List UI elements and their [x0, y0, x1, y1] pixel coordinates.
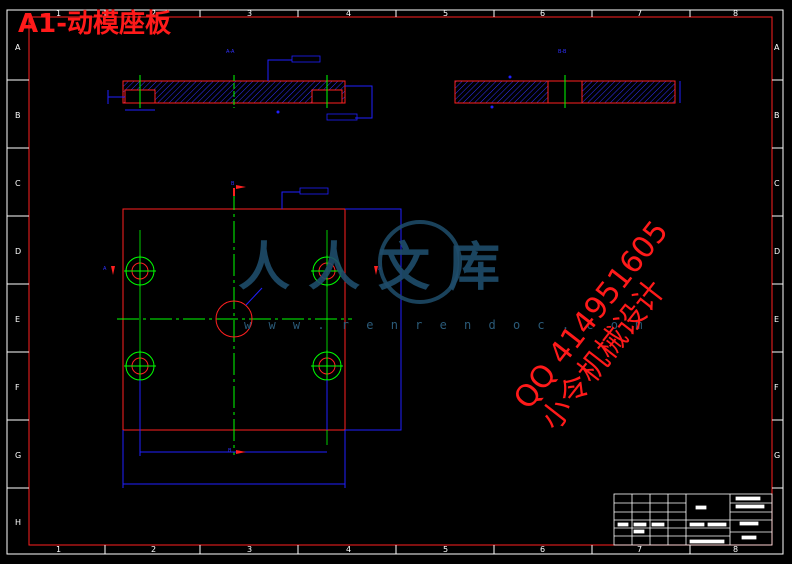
zone-row-b-right: B: [774, 111, 780, 120]
zone-row-e-right: E: [774, 315, 779, 324]
zone-ticks: [7, 10, 783, 554]
central-hole: [215, 300, 253, 338]
zone-row-c-right: C: [774, 179, 780, 188]
zone-col-6-bottom: 6: [540, 545, 545, 554]
section-a-a-view: A-A: [107, 49, 373, 121]
zone-row-f-right: F: [774, 383, 779, 392]
watermark-ring: [378, 220, 462, 304]
plan-view: B B A A: [103, 181, 402, 488]
zone-col-1-top: 1: [56, 9, 61, 18]
zone-col-4-bottom: 4: [346, 545, 351, 554]
zone-row-c-left: C: [15, 179, 21, 188]
section-marker-a-left: A: [103, 266, 107, 272]
watermark-text: 人人文库: [238, 237, 519, 298]
zone-col-3-top: 3: [247, 9, 252, 18]
zone-row-a-left: A: [15, 43, 21, 52]
section-b-b-label: B-B: [558, 49, 567, 55]
drawing-frame: [28, 16, 773, 546]
zone-col-5-top: 5: [443, 9, 448, 18]
zone-col-8-top: 8: [733, 9, 738, 18]
section-marker-b-top: B: [231, 181, 235, 187]
zone-col-8-bottom: 8: [733, 545, 738, 554]
zone-row-g-left: G: [15, 451, 21, 460]
zone-row-b-left: B: [15, 111, 21, 120]
zone-row-f-left: F: [15, 383, 20, 392]
drawing-title: A1-动模座板: [18, 9, 172, 39]
title-block: [613, 493, 773, 546]
zone-row-g-right: G: [774, 451, 780, 460]
section-b-b-view: B-B: [454, 49, 681, 109]
zone-col-7-bottom: 7: [637, 545, 642, 554]
zone-labels: 1 2 3 4 5 6 7 8 1 2 3 4 5 6 7 8 A B C D …: [15, 9, 780, 554]
zone-col-1-bottom: 1: [56, 545, 61, 554]
zone-col-2-top: 2: [151, 9, 156, 18]
zone-row-a-right: A: [774, 43, 780, 52]
zone-col-4-top: 4: [346, 9, 351, 18]
zone-row-d-right: D: [774, 247, 780, 256]
zone-col-2-bottom: 2: [151, 545, 156, 554]
zone-row-d-left: D: [15, 247, 21, 256]
section-marker-b-bottom: B: [228, 448, 232, 454]
zone-col-3-bottom: 3: [247, 545, 252, 554]
section-markers: B B A A: [103, 181, 382, 454]
outer-border: [6, 9, 784, 555]
section-a-a-label: A-A: [226, 49, 235, 55]
zone-col-7-top: 7: [637, 9, 642, 18]
watermark-url: w w w . r e n r e n d o c . c o m: [244, 318, 648, 332]
zone-row-e-left: E: [15, 315, 20, 324]
zone-col-5-bottom: 5: [443, 545, 448, 554]
plan-dimensions: [122, 187, 402, 488]
zone-row-h-left: H: [15, 518, 21, 527]
zone-col-6-top: 6: [540, 9, 545, 18]
